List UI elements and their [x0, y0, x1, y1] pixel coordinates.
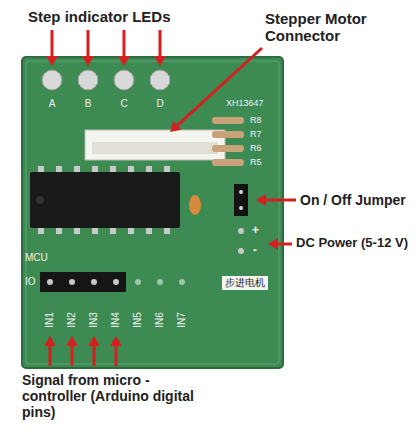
- connector-slot: [92, 142, 218, 154]
- power-pin: [238, 228, 244, 234]
- resistor-label: R8: [250, 115, 262, 125]
- resistor-label: R6: [250, 143, 262, 153]
- jumper: [234, 184, 248, 216]
- pin-label: IN6: [154, 312, 166, 328]
- led-label: A: [49, 98, 56, 110]
- chip-notch: [36, 196, 44, 204]
- header-hole: [157, 279, 163, 285]
- led-label: C: [120, 98, 127, 110]
- jumper-pin: [239, 206, 243, 210]
- pcb-edge: [26, 61, 279, 364]
- pin-label: IN7: [176, 312, 188, 328]
- led: [150, 70, 170, 90]
- pcb-board: [22, 57, 283, 368]
- polarity-label: -: [253, 244, 257, 258]
- callout-text: Step indicator LEDs: [28, 8, 171, 25]
- pin-label: IN1: [44, 312, 56, 328]
- board-label: 步进电机: [222, 276, 268, 290]
- resistor-label: R5: [250, 157, 262, 167]
- led-label: D: [156, 98, 163, 110]
- polarity-label: +: [252, 224, 259, 238]
- header-pin: [91, 279, 97, 285]
- resistor-symbol: [212, 159, 244, 166]
- driver-chip: [30, 172, 180, 228]
- header-hole: [179, 279, 185, 285]
- callout-text: DC Power (5-12 V): [296, 236, 408, 251]
- pin-header: [40, 272, 126, 292]
- pin-label: IN2: [66, 312, 78, 328]
- led-label: B: [85, 98, 92, 110]
- callout-text: Signal from micro - controller (Arduino …: [22, 372, 212, 420]
- resistor-symbol: [212, 145, 244, 152]
- led: [114, 70, 134, 90]
- callout-text: Stepper Motor Connector: [265, 10, 390, 45]
- led: [78, 70, 98, 90]
- header-label: MCU: [25, 252, 48, 264]
- pin-label: IN4: [110, 312, 122, 328]
- power-pin: [238, 248, 244, 254]
- callout-text: On / Off Jumper: [300, 192, 406, 208]
- capacitor: [189, 195, 201, 215]
- header-pin: [113, 279, 119, 285]
- motor-connector: [85, 130, 225, 160]
- header-hole: [135, 279, 141, 285]
- callout-arrows: [44, 30, 296, 366]
- header-label: IO: [25, 276, 36, 288]
- header-pin: [47, 279, 53, 285]
- resistor-symbol: [212, 131, 244, 138]
- resistor-symbol: [212, 117, 244, 124]
- led: [42, 70, 62, 90]
- board-code: XH13647: [226, 98, 264, 108]
- resistor-label: R7: [250, 129, 262, 139]
- pin-label: IN3: [88, 312, 100, 328]
- pin-label: IN5: [132, 312, 144, 328]
- jumper-pin: [239, 190, 243, 194]
- header-pin: [69, 279, 75, 285]
